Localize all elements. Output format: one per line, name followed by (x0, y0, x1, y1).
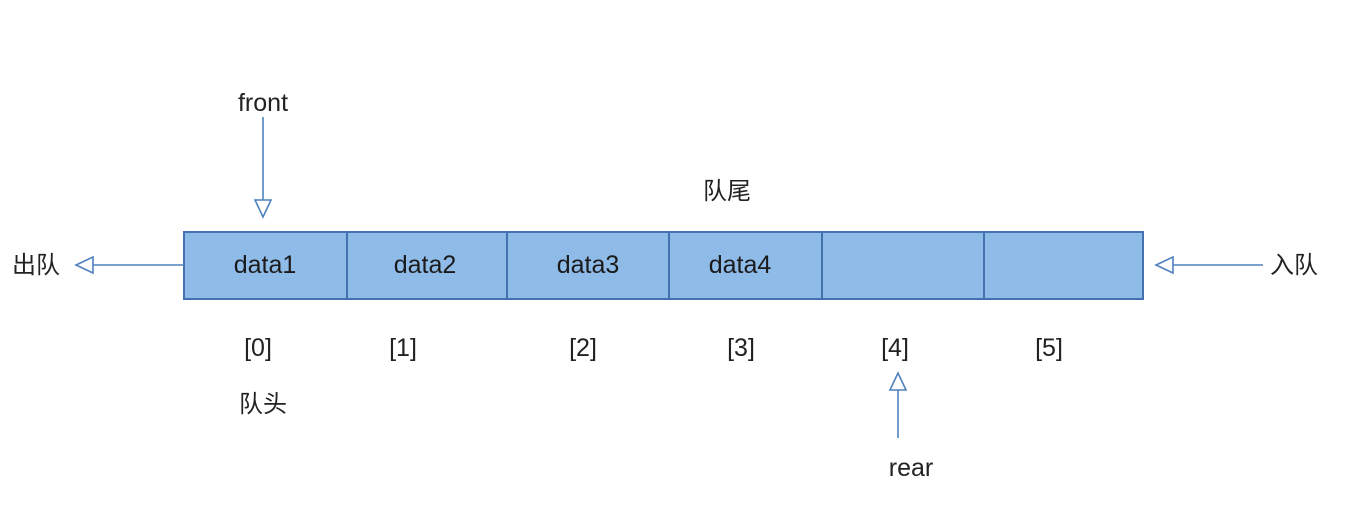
index-label-3: [3] (727, 334, 755, 362)
enqueue-label: 入队 (1270, 251, 1318, 279)
cell-label-2: data3 (556, 251, 620, 279)
rear-label: rear (888, 454, 934, 482)
dequeue-label: 出队 (12, 251, 60, 279)
queue-tail-label: 队尾 (703, 177, 751, 205)
cell-label-1: data2 (393, 251, 457, 279)
index-label-0: [0] (244, 334, 272, 362)
queue-array (183, 231, 1144, 300)
queue-cell-1 (346, 231, 508, 300)
queue-head-label: 队头 (239, 390, 287, 418)
rear-arrow (888, 371, 908, 438)
index-label-2: [2] (569, 334, 597, 362)
index-label-4: [4] (881, 334, 909, 362)
cell-label-3: data4 (708, 251, 772, 279)
queue-cell-5 (983, 231, 1144, 300)
queue-cell-0 (183, 231, 348, 300)
index-label-1: [1] (389, 334, 417, 362)
dequeue-arrow (74, 255, 184, 275)
queue-cell-2 (506, 231, 670, 300)
front-label: front (237, 89, 289, 117)
index-label-5: [5] (1035, 334, 1063, 362)
queue-cell-4 (821, 231, 985, 300)
front-arrow (253, 117, 273, 219)
cell-label-0: data1 (233, 251, 297, 279)
enqueue-arrow (1154, 255, 1263, 275)
